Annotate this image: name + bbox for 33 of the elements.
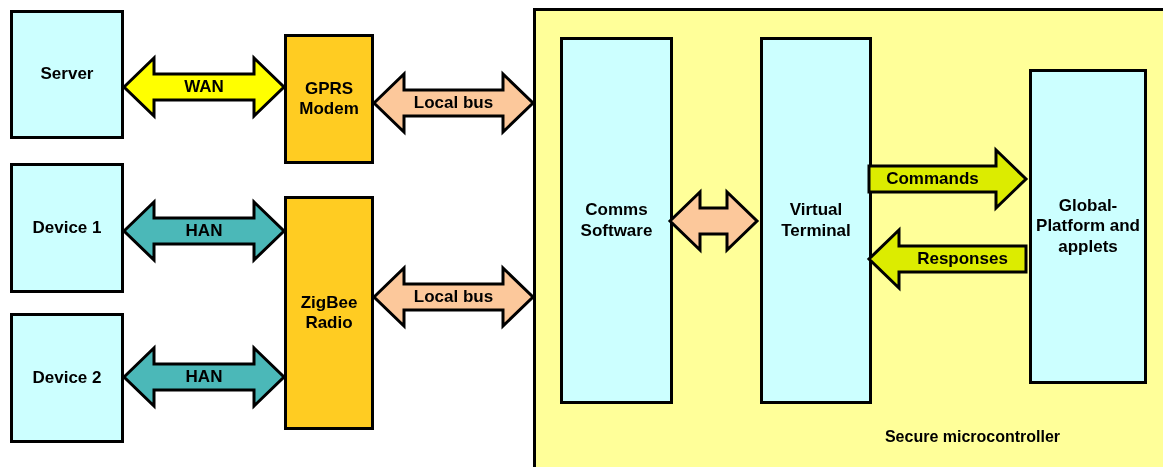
edge-label: HAN [185,221,223,241]
process-box [10,313,124,443]
box-label: Device 2 [31,367,103,389]
edge-label: Commands [886,169,979,189]
edge-label: Local bus [413,93,494,113]
block-arrow [121,198,287,264]
box-label: GPRS Modem [298,78,360,120]
process-box [10,163,124,293]
edge-label: HAN [185,367,223,387]
process-box [284,34,374,164]
box-label: Device 1 [31,217,103,239]
edge-label: Responses [917,249,1008,269]
box-label: ZigBee Radio [299,292,359,334]
process-box [284,196,374,430]
block-arrow [371,264,536,330]
box-label: Virtual Terminal [780,200,852,241]
process-box [560,37,673,404]
box-label: Comms Software [579,200,654,241]
block-arrow [866,226,1028,292]
block-arrow [121,54,287,120]
container-box [533,8,1163,467]
block-arrow [121,344,287,410]
edge-label: WAN [184,77,224,97]
process-box [760,37,872,404]
box-label: Server [39,64,95,85]
process-box [1029,69,1147,384]
edge-label: Local bus [413,287,494,307]
block-arrow [667,188,760,254]
block-arrow [867,146,1029,212]
process-box [10,10,124,139]
container-label: Secure microcontroller [883,426,1062,446]
block-arrow [371,70,536,136]
box-label: Global-Platform and applets [1035,195,1141,258]
